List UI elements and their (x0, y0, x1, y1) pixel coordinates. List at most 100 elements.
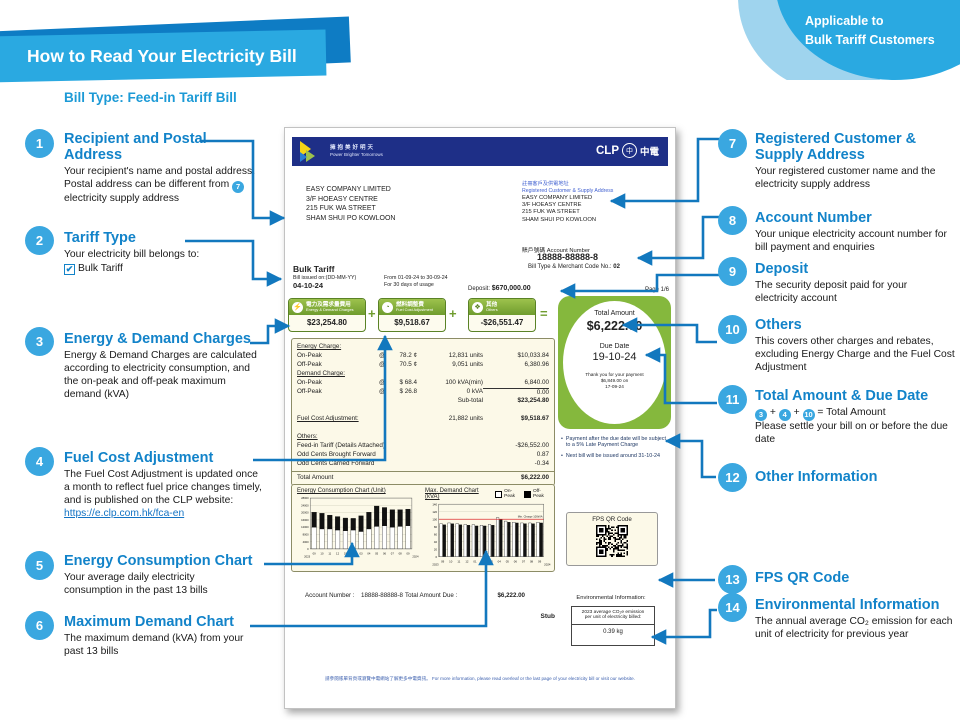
table-section-header: Others: (297, 433, 549, 441)
fps-qr-box: FPS QR Code (566, 512, 658, 566)
callout-account-number: Account Number Your unique electricity a… (755, 210, 957, 255)
payment-notes: • Payment after the due date will be sub… (561, 436, 671, 463)
note-text: Next bill will be issued around 31-10-24 (565, 452, 660, 459)
callout-desc: The annual average CO₂ emission for each… (755, 616, 953, 641)
summary-label-zh: 其他 (486, 301, 498, 308)
thanks-line: Thank you for your payment (585, 372, 644, 377)
badge-text: Applicable to Bulk Tariff Customers (805, 12, 935, 51)
callout-total-amount-due-date: Total Amount & Due Date 3 + 4 + 10 = Tot… (755, 388, 959, 447)
legend-onpeak-swatch (495, 490, 503, 498)
callout-maximum-demand-chart: Maximum Demand Chart The maximum demand … (64, 614, 276, 659)
callout-desc-text: Your electricity bill belongs to: (64, 249, 200, 261)
bill-type-merchant-code: Bill Type & Merchant Code No.: 02 (528, 264, 620, 270)
due-date-label: Due Date (599, 343, 630, 350)
postal-line: EASY COMPANY LIMITED (306, 186, 391, 193)
bill-type-code: 02 (613, 264, 620, 270)
bill-footer-note: 請參閱賬單背頁或瀏覽中電網站了解更多中電資訊。 For more informa… (325, 676, 635, 681)
registered-address-block: 註冊客戶及供電地址 Registered Customer & Supply A… (522, 181, 613, 224)
registered-line: 215 FUK WA STREET (522, 209, 580, 216)
registered-line: EASY COMPANY LIMITED (522, 195, 593, 201)
callout-number-6: 6 (25, 611, 54, 640)
callout-title: Maximum Demand Chart (64, 614, 235, 630)
others-icon: ❖ (472, 301, 483, 313)
callout-title: Other Information (755, 469, 878, 485)
callout-number-9: 9 (718, 257, 747, 286)
table-section-header: Energy Charge: (297, 343, 549, 351)
callout-desc: Your registered customer name and the el… (755, 166, 936, 191)
deposit-line: Deposit: $670,000.00 (468, 285, 531, 292)
stub-account-label: Account Number : (305, 592, 355, 599)
callout-title: Deposit (755, 261, 809, 277)
electricity-bill: 擁抱美好明天 Power Brighter Tomorrows CLP 中 中電… (284, 127, 676, 709)
note-text: Payment after the due date will be subje… (565, 436, 666, 449)
callout-title: Registered Customer & Supply Address (755, 131, 917, 164)
fca-link[interactable]: https://e.clp.com.hk/fca-en (64, 508, 185, 520)
svg-text:2024: 2024 (412, 555, 419, 559)
summary-amount: -$26,551.47 (480, 318, 524, 327)
bill-type-subtitle: Bill Type: Feed-in Tariff Bill (64, 90, 237, 105)
svg-text:2023: 2023 (432, 563, 439, 567)
legend-offpeak-swatch (524, 490, 531, 498)
tagline-en: Power Brighter Tomorrows (330, 152, 383, 157)
callout-fps-qr-code: FPS QR Code (755, 570, 955, 586)
callout-number-11: 11 (718, 385, 747, 414)
fca-label: Fuel Cost Adjustment: (297, 415, 359, 422)
callout-deposit: Deposit The security deposit paid for yo… (755, 261, 955, 306)
subtotal-label: Sub-total (457, 397, 483, 404)
formula-suffix: = Total Amount (817, 407, 886, 419)
callout-number-8: 8 (718, 206, 747, 235)
callout-desc-text: The Fuel Cost Adjustment is updated once… (64, 469, 262, 507)
total-amount: $6,222.00 (520, 474, 549, 481)
svg-text:20: 20 (434, 547, 438, 551)
callout-energy-consumption-chart: Energy Consumption Chart Your average da… (64, 553, 276, 598)
svg-text:04: 04 (367, 551, 371, 555)
ref-badge-3: 3 (755, 408, 767, 421)
plus-sign: + (793, 407, 800, 419)
svg-text:05: 05 (375, 551, 379, 555)
svg-text:12: 12 (336, 551, 340, 555)
fca-amount: $9,518.67 (520, 415, 549, 422)
callout-number-13: 13 (718, 565, 747, 594)
callout-title: Energy Consumption Chart (64, 553, 253, 569)
stub-due-label: Total Amount Due : (405, 592, 458, 599)
account-number-label: 賬戶號碼 Account Number (522, 248, 590, 254)
plus-operator: + (368, 306, 376, 321)
callout-recipient-postal-address: Recipient and Postal Address Your recipi… (64, 131, 276, 206)
fps-qr-code (567, 525, 657, 559)
callout-tariff-type: Tariff Type Your electricity bill belong… (64, 230, 276, 276)
callout-desc: This covers other charges and rebates, e… (755, 336, 955, 374)
postal-line: 215 FUK WA STREET (306, 205, 376, 212)
svg-text:12: 12 (465, 559, 469, 563)
env-line2: per unit of electricity billed: (584, 615, 642, 620)
registered-line: SHAM SHUI PO KOWLOON (522, 216, 597, 223)
billing-period: From 01-09-24 to 30-09-24 (384, 275, 448, 281)
equals-operator: = (540, 306, 548, 321)
svg-text:10: 10 (449, 559, 453, 563)
payment-thanks: Thank you for your payment $6,849.00 on … (563, 372, 666, 390)
registered-label-en: Registered Customer & Supply Address (522, 188, 614, 194)
callout-formula: 3 + 4 + 10 = Total Amount Please settle … (755, 407, 959, 447)
callout-desc: Your unique electricity account number f… (755, 229, 947, 254)
summary-label-en: Others (486, 306, 498, 312)
summary-label-en: Fuel Cost Adjustment (396, 306, 433, 312)
svg-text:01: 01 (473, 559, 477, 563)
svg-text:24000: 24000 (301, 503, 309, 507)
ref-badge-10: 10 (802, 408, 815, 421)
account-number-value: 18888-88888-8 (537, 252, 599, 262)
svg-text:60: 60 (434, 532, 438, 536)
chart-title: Energy Consumption Chart (Unit) (297, 488, 386, 494)
table-divider (292, 471, 554, 472)
tariff-name: Bulk Tariff (293, 264, 335, 274)
svg-text:08: 08 (399, 551, 403, 555)
fuel-cost-row: Fuel Cost Adjustment:21,882 units$9,518.… (297, 415, 549, 423)
svg-text:0: 0 (435, 555, 437, 559)
plus-operator: + (449, 306, 457, 321)
svg-text:08: 08 (530, 559, 534, 563)
callout-desc: Your recipient's name and postal address… (64, 166, 276, 206)
